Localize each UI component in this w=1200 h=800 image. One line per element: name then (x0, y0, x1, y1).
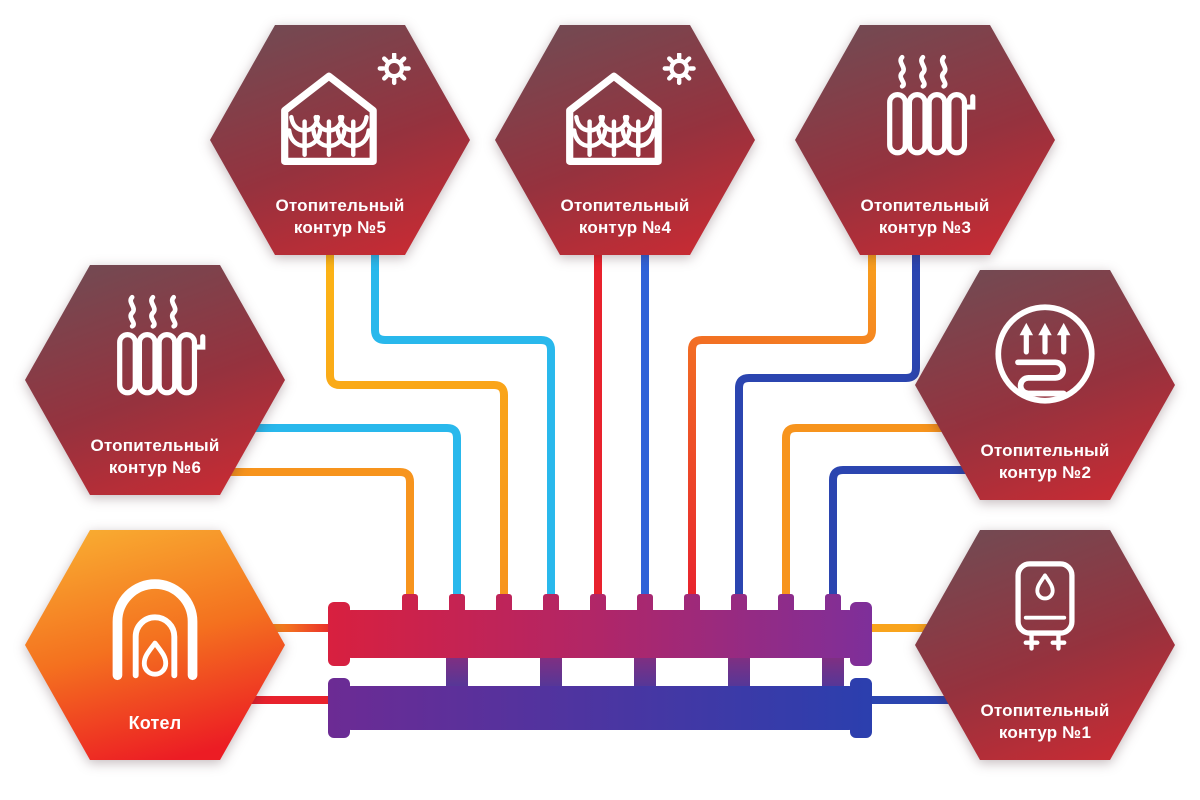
node-circuit-3: Отопительный контур №3 (795, 25, 1055, 255)
label-line1: Отопительный (275, 196, 405, 215)
hexagon-circuit-3: Отопительный контур №3 (795, 25, 1055, 255)
node-circuit-4-label: Отопительный контур №4 (495, 195, 755, 239)
hexagon-circuit-6: Отопительный контур №6 (25, 265, 285, 495)
node-circuit-4: Отопительный контур №4 (495, 25, 755, 255)
pipe-circuit6-supply (226, 468, 414, 606)
node-circuit-6: Отопительный контур №6 (25, 265, 285, 495)
furnace-flame-icon (112, 579, 198, 681)
label-line2: контур №6 (108, 458, 202, 477)
hexagon-circuit-2: Отопительный контур №2 (915, 270, 1175, 500)
pipes (226, 238, 974, 704)
node-circuit-5-label: Отопительный контур №5 (210, 195, 470, 239)
manifold-end-cap (328, 602, 350, 666)
manifold-return-bar (342, 686, 858, 730)
pipe-circuit2-supply (782, 424, 974, 606)
label-line1: Отопительный (980, 441, 1110, 460)
label-line1: Отопительный (980, 701, 1110, 720)
hexagon-circuit-4: Отопительный контур №4 (495, 25, 755, 255)
greenhouse-sun-icon (566, 53, 696, 165)
node-circuit-1: Отопительный контур №1 (915, 530, 1175, 760)
manifold-end-cap (850, 678, 872, 738)
label-line1: Отопительный (90, 436, 220, 455)
hexagon-circuit-1: Отопительный контур №1 (915, 530, 1175, 760)
manifold-supply-bar (342, 610, 858, 658)
label-line2: контур №1 (998, 723, 1092, 742)
hexagon-circuit-5: Отопительный контур №5 (210, 25, 470, 255)
node-circuit-5: Отопительный контур №5 (210, 25, 470, 255)
label-line2: контур №3 (878, 218, 972, 237)
manifold (328, 594, 872, 738)
node-boiler-label: Котел (25, 712, 285, 734)
label-line1: Отопительный (560, 196, 690, 215)
label-line1: Котел (128, 713, 182, 733)
node-circuit-6-label: Отопительный контур №6 (25, 435, 285, 479)
node-circuit-2-label: Отопительный контур №2 (915, 440, 1175, 484)
underfloor-heating-icon (995, 304, 1095, 404)
pipe-circuit3-return (735, 238, 920, 606)
label-line2: контур №5 (293, 218, 387, 237)
water-heater-icon (1015, 561, 1075, 651)
node-circuit-1-label: Отопительный контур №1 (915, 700, 1175, 744)
manifold-end-cap (850, 602, 872, 666)
radiator-icon (887, 54, 976, 156)
label-line2: контур №2 (998, 463, 1092, 482)
pipe-circuit2-return (829, 466, 974, 606)
manifold-end-cap (328, 678, 350, 738)
node-circuit-3-label: Отопительный контур №3 (795, 195, 1055, 239)
node-circuit-2: Отопительный контур №2 (915, 270, 1175, 500)
radiator-icon (117, 294, 206, 396)
pipe-circuit5-return (371, 238, 555, 606)
pipe-circuit5-supply (326, 238, 508, 606)
pipe-circuit6-return (226, 424, 461, 606)
greenhouse-sun-icon (281, 53, 411, 165)
label-line1: Отопительный (860, 196, 990, 215)
label-line2: контур №4 (578, 218, 672, 237)
pipe-circuit3-supply (688, 238, 876, 606)
hexagon-boiler: Котел (25, 530, 285, 760)
node-boiler: Котел (25, 530, 285, 760)
